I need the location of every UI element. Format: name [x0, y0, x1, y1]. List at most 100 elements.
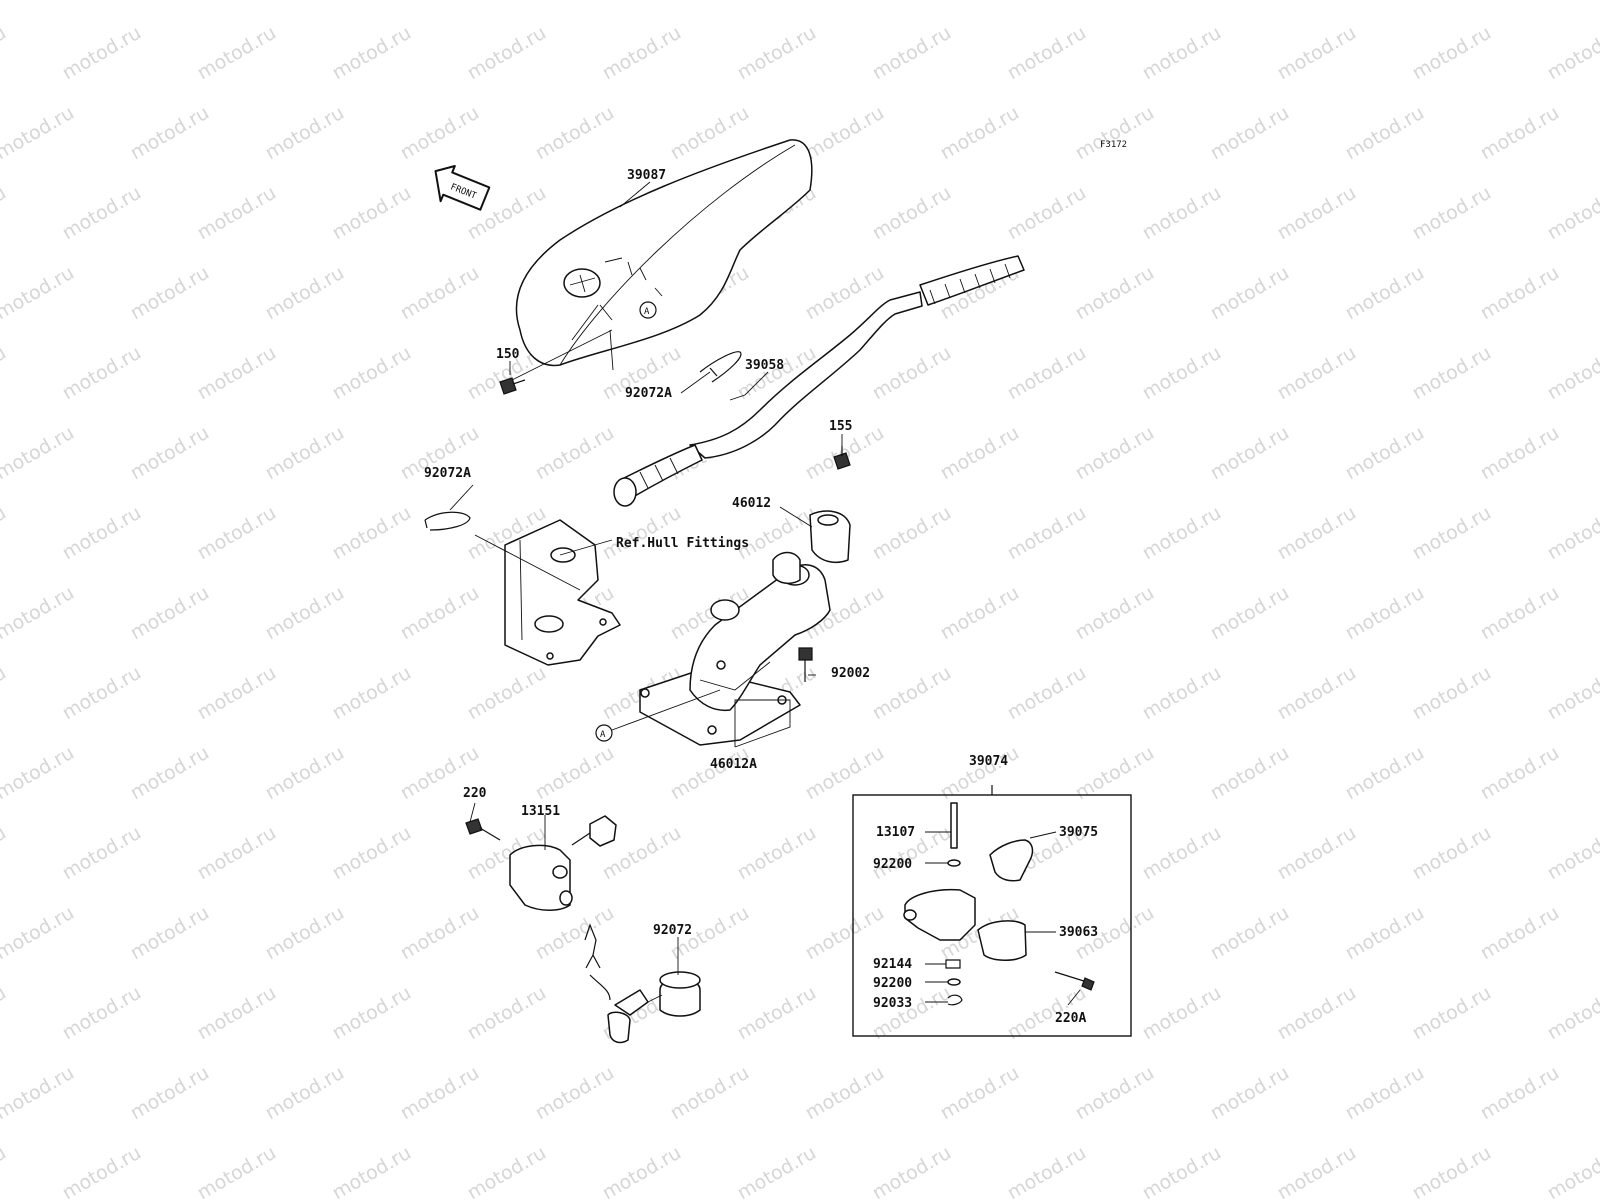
watermark-text: motod.ru — [262, 902, 348, 965]
watermark-text: motod.ru — [59, 182, 145, 245]
watermark-text: motod.ru — [59, 662, 145, 725]
part-label-39058: 39058 — [745, 358, 784, 373]
watermark-text: motod.ru — [194, 662, 280, 725]
watermark-text: motod.ru — [937, 1062, 1023, 1125]
part-label-13107: 13107 — [876, 825, 915, 840]
part-label-220a: 220A — [1055, 1011, 1086, 1026]
switch-13151 — [465, 815, 617, 911]
hull-fitting-bracket — [504, 519, 621, 666]
watermark-text: motod.ru — [1477, 582, 1563, 645]
watermark-text: motod.ru — [194, 1142, 280, 1200]
watermark-text: motod.ru — [667, 102, 753, 165]
watermark-text: motod.ru — [532, 0, 618, 4]
throttle-assembly-box — [852, 785, 1132, 1037]
watermark-text: motod.ru — [59, 982, 145, 1045]
watermark-text: motod.ru — [869, 342, 955, 405]
part-label-92002: 92002 — [831, 666, 870, 681]
watermark-text: motod.ru — [1207, 582, 1293, 645]
watermark-text: motod.ru — [1342, 422, 1428, 485]
watermark-text: motod.ru — [869, 662, 955, 725]
watermark-text: motod.ru — [1004, 342, 1090, 405]
watermark-text: motod.ru — [1139, 502, 1225, 565]
watermark-text: motod.ru — [869, 982, 955, 1045]
watermark-text: motod.ru — [59, 502, 145, 565]
clip-92072a-top — [699, 351, 742, 383]
watermark-text: motod.ru — [397, 902, 483, 965]
watermark-text: motod.ru — [127, 102, 213, 165]
watermark-text: motod.ru — [0, 982, 10, 1045]
watermark-text: motod.ru — [667, 1062, 753, 1125]
watermark-text: motod.ru — [1477, 262, 1563, 325]
part-label-39087: 39087 — [627, 168, 666, 183]
steering-holder-46012a — [639, 551, 831, 746]
ref-hull-fittings-label: Ref.Hull Fittings — [616, 536, 749, 551]
bolt-155 — [833, 446, 851, 470]
watermark-text: motod.ru — [127, 422, 213, 485]
watermark-text: motod.ru — [464, 662, 550, 725]
watermark-text: motod.ru — [1072, 0, 1158, 4]
watermark-text: motod.ru — [464, 22, 550, 85]
watermark-text: motod.ru — [667, 0, 753, 4]
watermark-text: motod.ru — [1342, 582, 1428, 645]
watermark-text: motod.ru — [1409, 662, 1495, 725]
watermark-text: motod.ru — [1072, 102, 1158, 165]
watermark-text: motod.ru — [194, 342, 280, 405]
watermark-text: motod.ru — [599, 502, 685, 565]
watermark-text: motod.ru — [1274, 182, 1360, 245]
watermark-text: motod.ru — [0, 102, 78, 165]
watermark-text: motod.ru — [1544, 22, 1600, 85]
watermark-text: motod.ru — [0, 822, 10, 885]
watermark-text: motod.ru — [0, 22, 10, 85]
watermark-text: motod.ru — [532, 102, 618, 165]
watermark-text: motod.ru — [59, 1142, 145, 1200]
clamp-46012 — [809, 510, 851, 563]
watermark-text: motod.ru — [397, 0, 483, 4]
watermark-text: motod.ru — [1139, 662, 1225, 725]
watermark-text: motod.ru — [329, 342, 415, 405]
watermark-text: motod.ru — [262, 262, 348, 325]
watermark-text: motod.ru — [1274, 982, 1360, 1045]
figure-code: F3172 — [1100, 140, 1127, 150]
watermark-text: motod.ru — [1207, 1062, 1293, 1125]
watermark-text: motod.ru — [0, 502, 10, 565]
watermark-text: motod.ru — [599, 1142, 685, 1200]
watermark-text: motod.ru — [1342, 0, 1428, 4]
watermark-text: motod.ru — [1544, 182, 1600, 245]
watermark-text: motod.ru — [1274, 502, 1360, 565]
watermark-text: motod.ru — [1477, 0, 1563, 4]
watermark-text: motod.ru — [1409, 1142, 1495, 1200]
part-label-92144: 92144 — [873, 957, 912, 972]
watermark-text: motod.ru — [1139, 342, 1225, 405]
watermark-text: motod.ru — [1004, 502, 1090, 565]
watermark-text: motod.ru — [262, 742, 348, 805]
watermark-text: motod.ru — [59, 342, 145, 405]
watermark-text: motod.ru — [0, 662, 10, 725]
svg-text:A: A — [644, 307, 650, 317]
watermark-text: motod.ru — [1544, 982, 1600, 1045]
watermark-text: motod.ru — [1274, 822, 1360, 885]
watermark-text: motod.ru — [1072, 582, 1158, 645]
watermark-text: motod.ru — [0, 0, 78, 4]
watermark-text: motod.ru — [532, 742, 618, 805]
watermark-text: motod.ru — [329, 502, 415, 565]
watermark-text: motod.ru — [0, 422, 78, 485]
watermark-text: motod.ru — [869, 502, 955, 565]
watermark-text: motod.ru — [734, 982, 820, 1045]
watermark-text: motod.ru — [262, 422, 348, 485]
watermark-text: motod.ru — [734, 502, 820, 565]
watermark-text: motod.ru — [1207, 902, 1293, 965]
handlebar-cover — [515, 139, 813, 371]
watermark-text: motod.ru — [194, 822, 280, 885]
watermark-text: motod.ru — [194, 182, 280, 245]
watermark-text: motod.ru — [937, 582, 1023, 645]
watermark-text: motod.ru — [802, 1062, 888, 1125]
watermark-text: motod.ru — [0, 262, 78, 325]
watermark-text: motod.ru — [1342, 742, 1428, 805]
view-point-a-top: A — [639, 301, 657, 319]
watermark-text: motod.ru — [1207, 262, 1293, 325]
watermark-text: motod.ru — [937, 422, 1023, 485]
part-label-39063: 39063 — [1059, 925, 1098, 940]
watermark-text: motod.ru — [0, 182, 10, 245]
watermark-text: motod.ru — [1274, 1142, 1360, 1200]
watermark-text: motod.ru — [194, 502, 280, 565]
